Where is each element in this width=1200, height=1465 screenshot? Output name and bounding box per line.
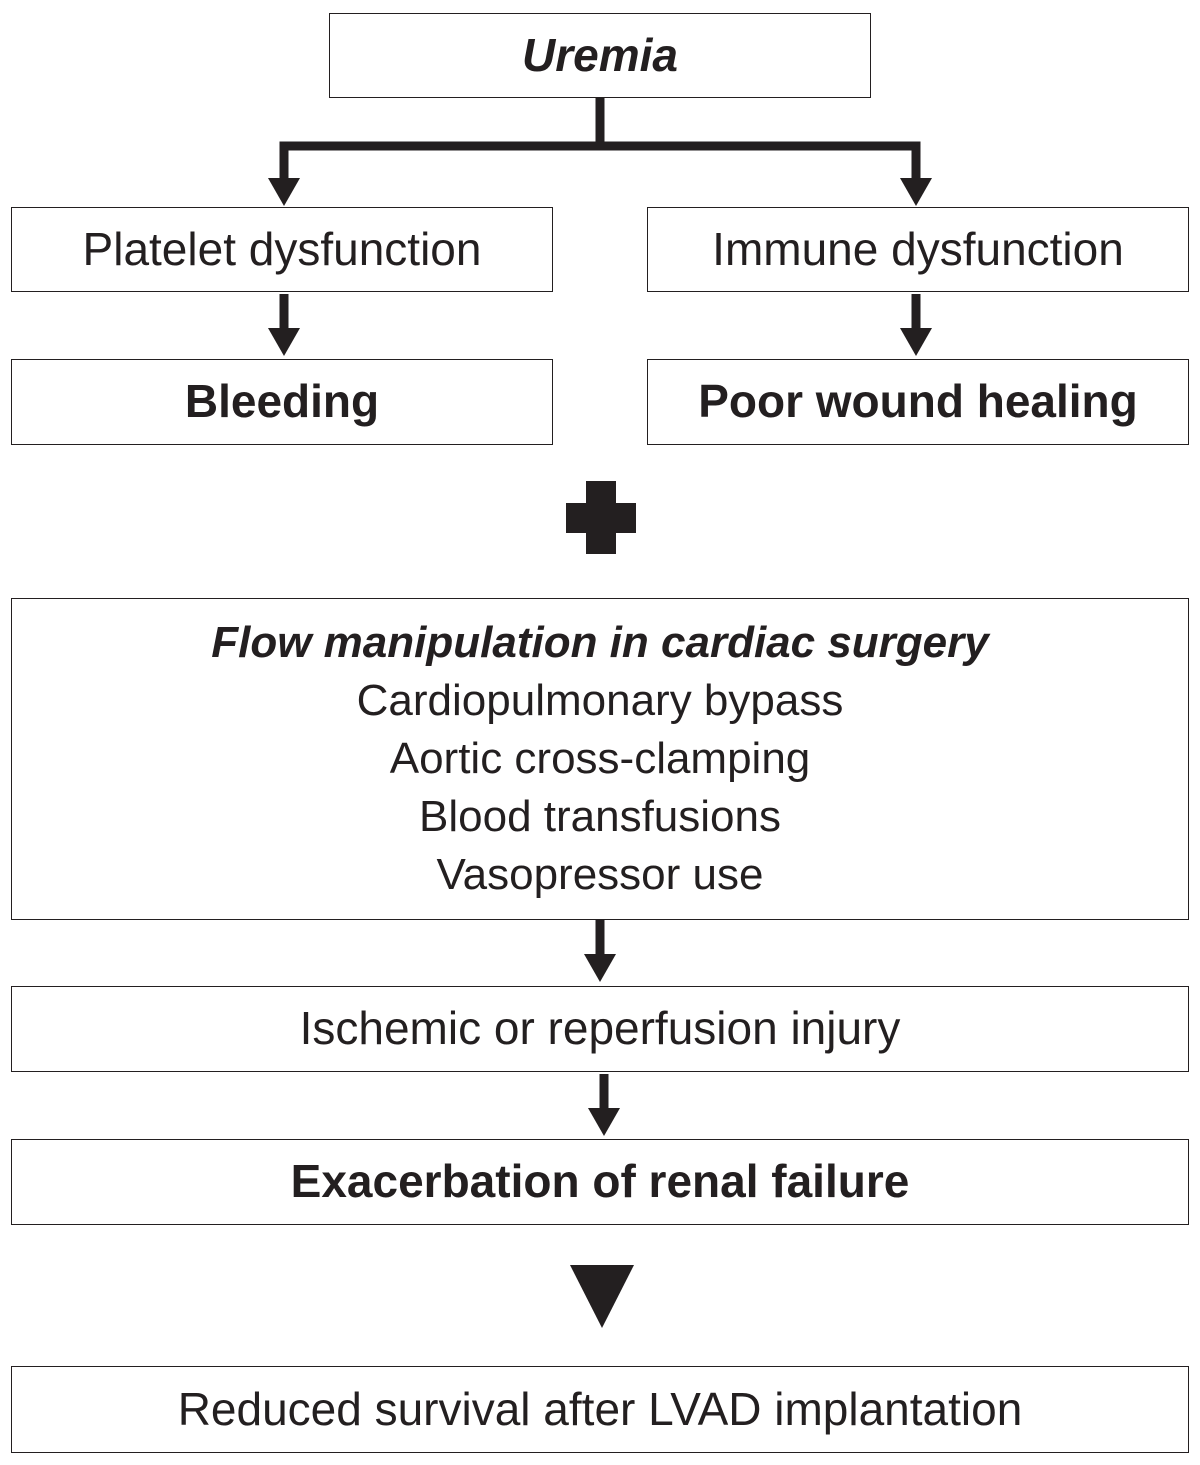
uremia-label: Uremia (522, 28, 678, 81)
surgery-item: Vasopressor use (436, 850, 764, 899)
large-arrow-to-survival (570, 1265, 634, 1328)
bleeding-box: Bleeding (11, 359, 553, 445)
platelet-dysfunction-label: Platelet dysfunction (82, 222, 482, 275)
poor-wound-healing-box: Poor wound healing (647, 359, 1189, 445)
injury-box: Ischemic or reperfusion injury (11, 986, 1189, 1072)
platelet-dysfunction-box: Platelet dysfunction (11, 207, 553, 292)
survival-box: Reduced survival after LVAD implantation (11, 1366, 1189, 1453)
arrow-to-poor-wound-healing (900, 294, 932, 356)
injury-label: Ischemic or reperfusion injury (299, 1002, 901, 1055)
surgery-item: Aortic cross-clamping (389, 734, 811, 783)
arrow-to-bleeding (268, 294, 300, 356)
bleeding-label: Bleeding (184, 375, 380, 428)
immune-dysfunction-label: Immune dysfunction (712, 222, 1124, 275)
uremia-box: Uremia (329, 13, 871, 98)
arrow-to-immune-dysfunction (900, 178, 932, 206)
surgery-item: Cardiopulmonary bypass (356, 676, 844, 725)
surgery-item: Blood transfusions (419, 792, 781, 841)
surgery-title: Flow manipulation in cardiac surgery (211, 618, 989, 667)
plus-icon (566, 481, 636, 554)
renal-failure-box: Exacerbation of renal failure (11, 1139, 1189, 1225)
immune-dysfunction-box: Immune dysfunction (647, 207, 1189, 292)
arrow-to-injury (584, 920, 616, 982)
arrow-to-platelet-dysfunction (268, 178, 300, 206)
arrow-to-renal-failure (588, 1074, 620, 1136)
poor-wound-healing-label: Poor wound healing (698, 375, 1138, 428)
renal-failure-label: Exacerbation of renal failure (290, 1155, 910, 1208)
split-connector (279, 98, 921, 180)
surgery-box: Flow manipulation in cardiac surgery Car… (11, 598, 1189, 920)
survival-label: Reduced survival after LVAD implantation (177, 1382, 1023, 1435)
